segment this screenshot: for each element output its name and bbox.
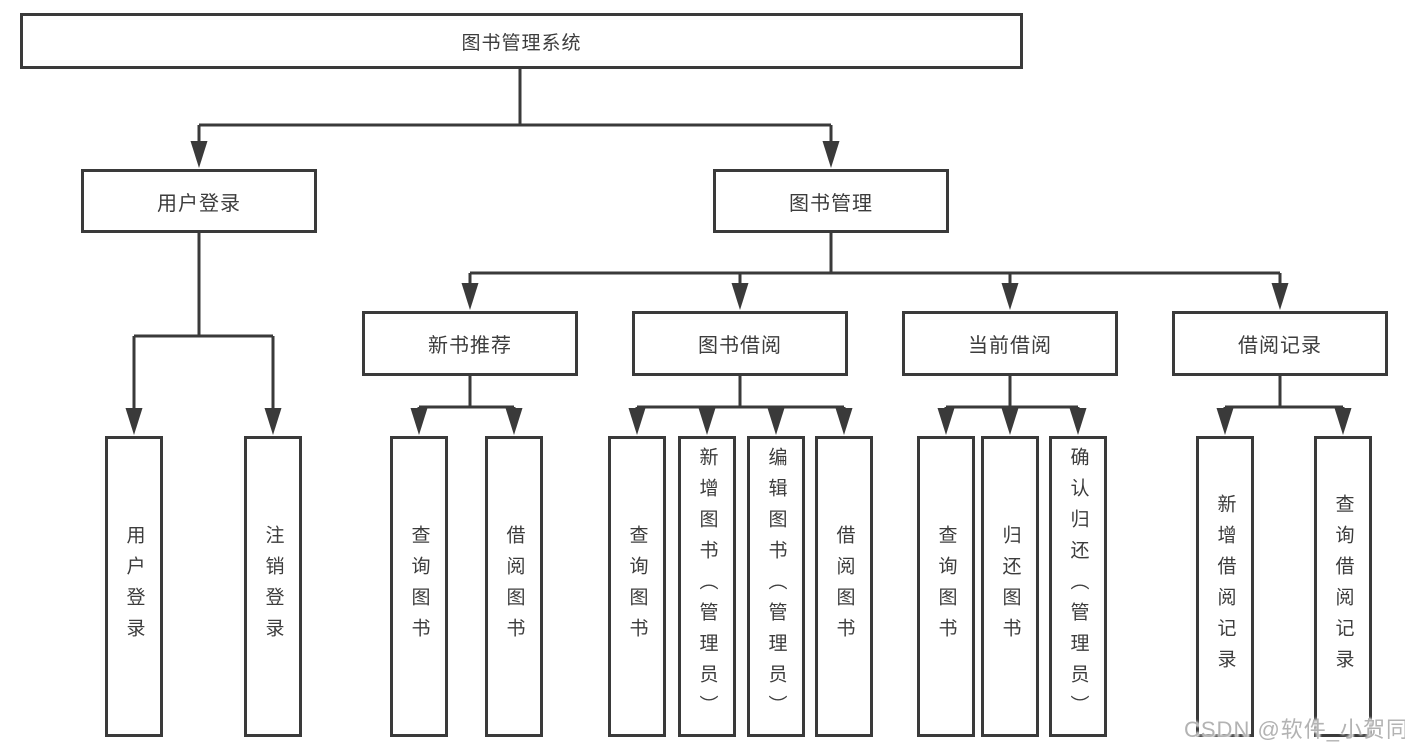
leaf-label: 新增图书（管理员） [696,447,718,726]
leaf-query-borrow-record: 查询借阅记录 [1314,436,1372,737]
node-borrowing-records: 借阅记录 [1172,311,1388,376]
leaf-confirm-return-admin: 确认归还（管理员） [1049,436,1107,737]
leaf-label: 查询图书 [935,524,957,649]
node-book-management: 图书管理 [713,169,949,233]
leaf-query-books-current: 查询图书 [917,436,975,737]
leaf-label: 确认归还（管理员） [1067,447,1089,726]
leaf-borrow-books: 借阅图书 [815,436,873,737]
node-current-borrowing: 当前借阅 [902,311,1118,376]
leaf-label: 查询图书 [626,524,648,649]
node-new-book-recommendation: 新书推荐 [362,311,578,376]
leaf-label: 新增借阅记录 [1214,493,1236,680]
csdn-watermark: CSDN @软件_小贺同学 [1184,717,1405,742]
leaf-label: 编辑图书（管理员） [765,447,787,726]
leaf-label: 查询借阅记录 [1332,493,1354,680]
leaf-add-book-admin: 新增图书（管理员） [678,436,736,737]
leaf-query-books-borrow: 查询图书 [608,436,666,737]
leaf-borrow-books-recommend: 借阅图书 [485,436,543,737]
leaf-label: 归还图书 [999,524,1021,649]
node-library-management-system: 图书管理系统 [20,13,1023,69]
leaf-label: 借阅图书 [833,524,855,649]
leaf-label: 注销登录 [262,524,284,649]
leaf-label: 查询图书 [408,524,430,649]
leaf-return-books: 归还图书 [981,436,1039,737]
node-book-borrowing: 图书借阅 [632,311,848,376]
leaf-logout: 注销登录 [244,436,302,737]
leaf-user-login: 用户登录 [105,436,163,737]
node-user-login: 用户登录 [81,169,317,233]
leaf-label: 借阅图书 [503,524,525,649]
leaf-add-borrow-record: 新增借阅记录 [1196,436,1254,737]
leaf-label: 用户登录 [123,524,145,649]
leaf-edit-book-admin: 编辑图书（管理员） [747,436,805,737]
leaf-query-books-recommend: 查询图书 [390,436,448,737]
